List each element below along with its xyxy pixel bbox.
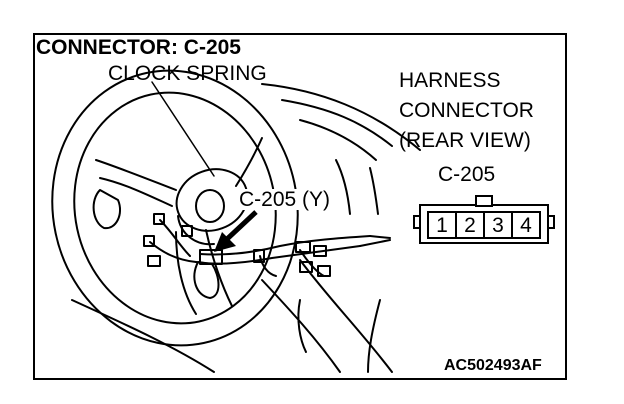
wiring-harness [143,213,391,277]
clock-spring [175,168,249,246]
harness-connector-id: C-205 [438,163,496,186]
steering-wheel [51,69,299,347]
leader-line [151,81,215,177]
pin-4: 4 [520,214,532,237]
callout-arrow [214,210,258,252]
figure-title: CONNECTOR: C-205 [36,36,241,59]
dashboard-outline [71,83,421,373]
pin-1: 1 [436,214,448,237]
harness-label-line1: HARNESS [399,69,501,92]
connector-callout-label: C-205 (Y) [237,188,333,211]
pin-2: 2 [464,214,476,237]
figure-code: AC502493AF [444,357,542,374]
harness-connector [413,195,555,244]
harness-label-line3: (REAR VIEW) [399,129,531,152]
harness-label-line2: CONNECTOR [399,99,534,122]
clock-spring-label: CLOCK SPRING [108,62,267,85]
clock-spring-connector [199,249,223,265]
pin-3: 3 [492,214,504,237]
